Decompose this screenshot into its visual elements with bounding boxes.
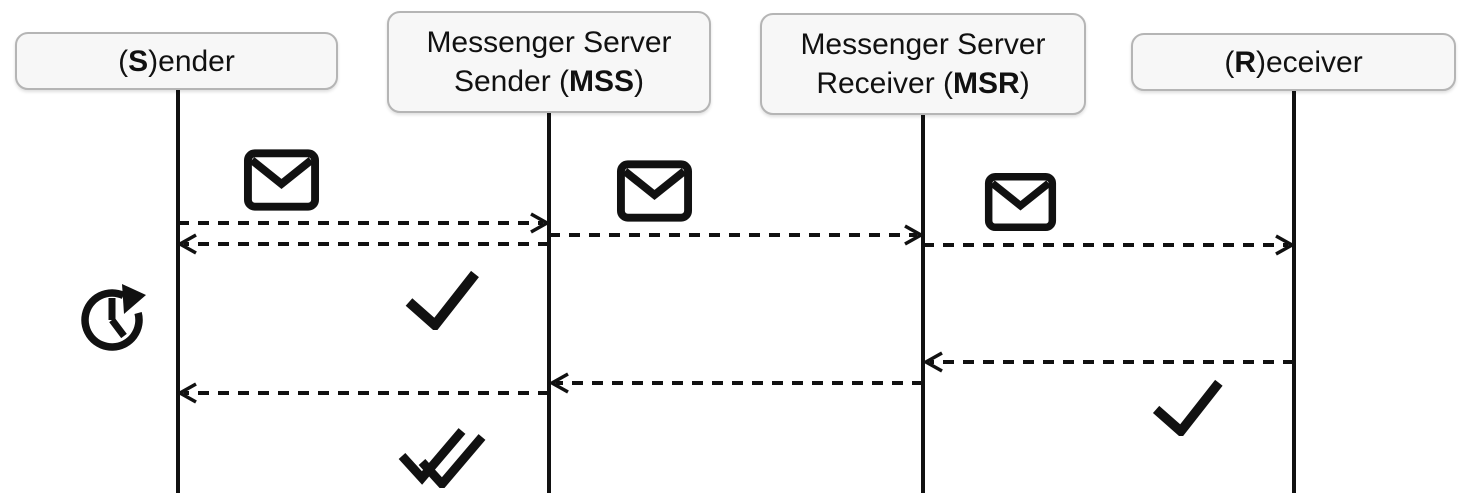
actor-label-receiver: (R)eceiver [1224, 45, 1363, 79]
actor-label-msr-line2: Receiver (MSR) [816, 67, 1030, 100]
arrow-msr-to-mss-ack [548, 372, 923, 394]
actor-box-sender: (S)ender [15, 32, 338, 90]
single-check-icon [403, 269, 480, 330]
arrow-msr-to-receiver [923, 234, 1296, 256]
envelope-icon [616, 159, 693, 223]
arrow-receiver-to-msr-ack [922, 351, 1294, 373]
arrow-sender-to-mss [178, 212, 551, 234]
actor-box-mss: Messenger Server Sender (MSS) [387, 11, 711, 113]
actor-box-receiver: (R)eceiver [1131, 33, 1456, 91]
actor-label-mss-line2: Sender (MSS) [453, 65, 645, 98]
clock-pending-icon [75, 281, 151, 357]
actor-label-msr-line1: Messenger Server [800, 28, 1046, 61]
actor-label-mss-line1: Messenger Server [426, 26, 672, 59]
single-check-icon [1149, 378, 1225, 436]
arrow-mss-to-msr [549, 224, 925, 246]
arrow-mss-to-sender-sent-ack [176, 233, 549, 255]
arrow-mss-to-sender-delivered-ack [176, 382, 549, 404]
double-check-icon [398, 426, 498, 488]
actor-label-sender: (S)ender [118, 44, 235, 78]
envelope-icon [984, 171, 1057, 233]
envelope-icon [243, 148, 320, 212]
actor-box-msr: Messenger Server Receiver (MSR) [760, 13, 1086, 115]
